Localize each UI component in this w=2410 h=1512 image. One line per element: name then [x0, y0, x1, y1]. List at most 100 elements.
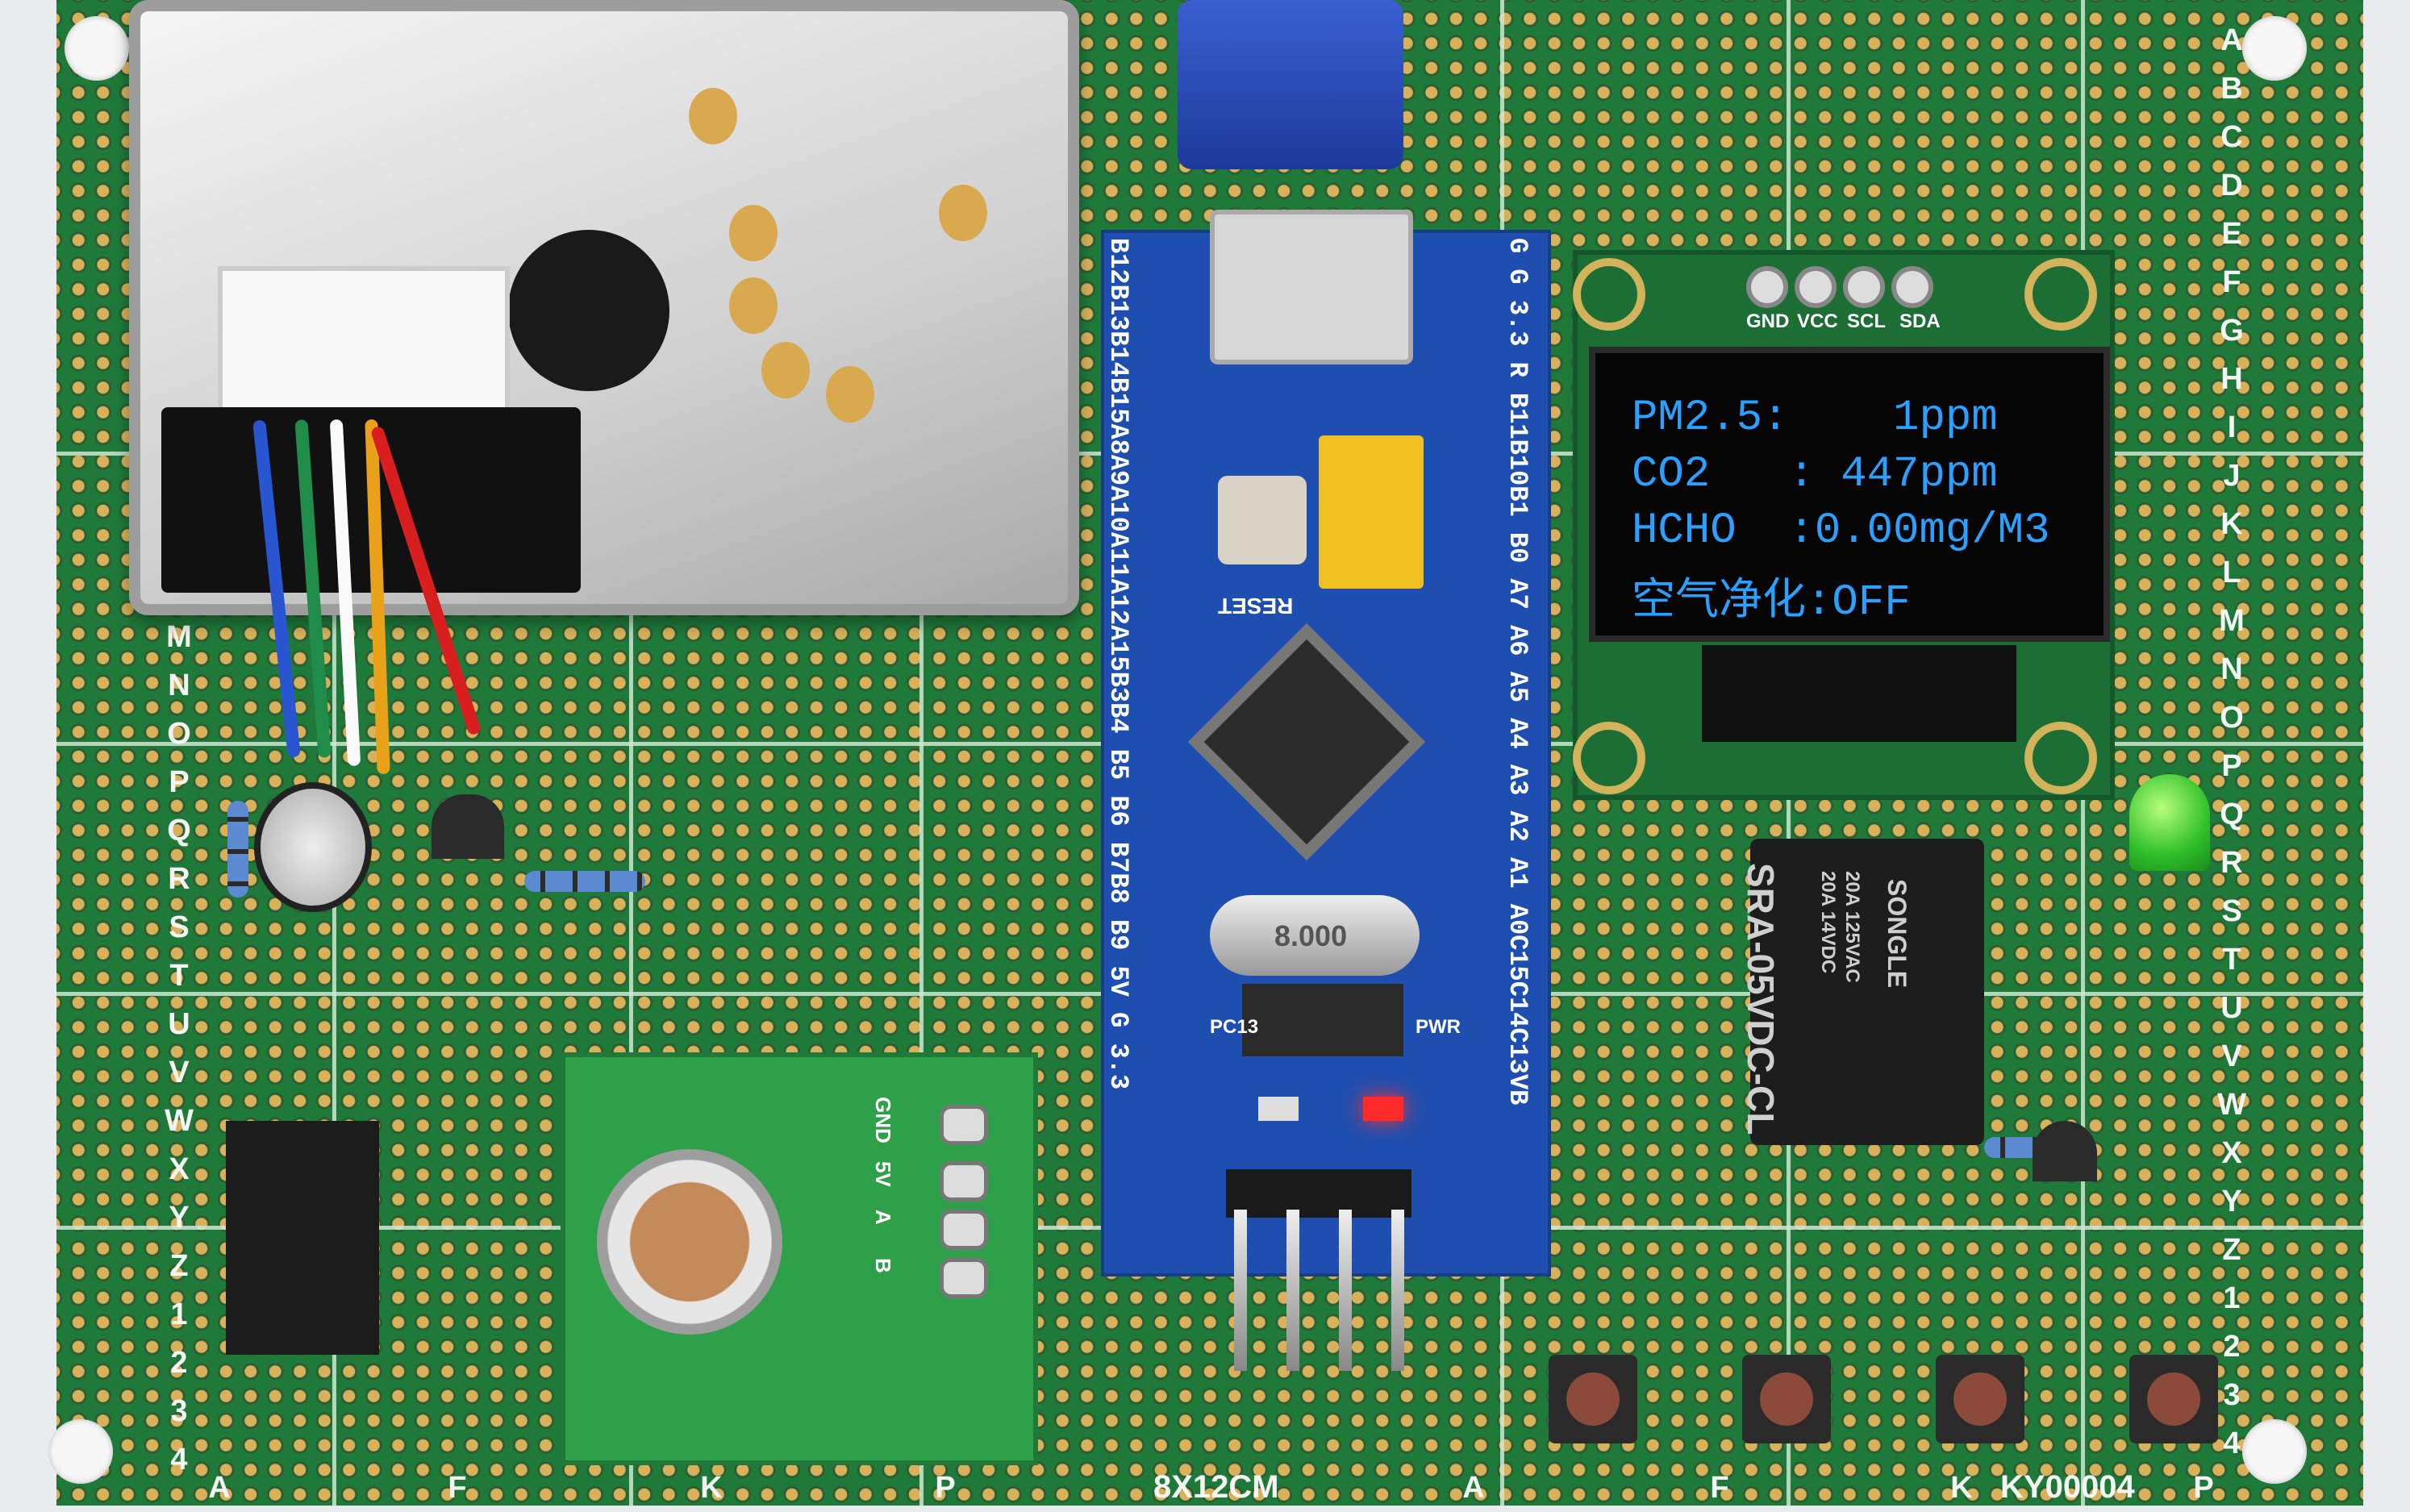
sensor-vent	[761, 342, 810, 398]
oled-mount-hole	[2024, 722, 2097, 794]
row-label: T	[169, 959, 189, 993]
sensor-vent	[826, 366, 874, 423]
gas-sensor-can	[597, 1149, 782, 1335]
swd-header	[1226, 1169, 1411, 1218]
header-pin	[1339, 1210, 1352, 1371]
row-label: 2	[2223, 1330, 2241, 1364]
relay-rating: 20A 125VAC	[1841, 871, 1863, 983]
transistor	[432, 794, 504, 859]
boot-jumpers[interactable]	[1319, 435, 1424, 589]
sensor-aperture	[508, 230, 669, 391]
oled-pin	[1843, 266, 1885, 308]
usb-cable	[1178, 0, 1403, 169]
row-label: Y	[2221, 1185, 2242, 1218]
grid-line	[919, 0, 924, 1506]
row-label: Q	[167, 814, 191, 848]
mounting-spacer	[2242, 16, 2307, 81]
micro-usb-port[interactable]	[1210, 210, 1413, 364]
mcu-left-pin-labels: B12B13B14B15A8A9A10A11A12A15B3B4 B5 B6 B…	[1103, 238, 1133, 1090]
row-label: J	[2223, 459, 2241, 493]
row-label: O	[2220, 701, 2244, 735]
sensor-vent	[939, 185, 987, 241]
gas-pin	[940, 1105, 988, 1145]
row-label: K	[2220, 507, 2243, 541]
col-label: K	[700, 1471, 723, 1505]
row-label: X	[2221, 1136, 2242, 1170]
oled-display: PM2.5: 1ppm CO2 : 447ppm HCHO :0.00mg/M3…	[1589, 347, 2110, 642]
header-pin	[1391, 1210, 1404, 1371]
oled-line-hcho: HCHO :0.00mg/M3	[1632, 506, 2050, 556]
capacitor	[254, 782, 372, 912]
board-size-label: 8X12CM	[1153, 1469, 1279, 1505]
oled-pin-label: SCL	[1847, 310, 1886, 332]
row-label: Y	[169, 1201, 190, 1235]
row-label: N	[168, 669, 190, 702]
row-label: 1	[2223, 1281, 2241, 1315]
oled-line-co2: CO2 : 447ppm	[1632, 450, 1998, 499]
pc13-label: PC13	[1210, 1016, 1259, 1038]
rtc-crystal	[1242, 984, 1403, 1056]
grid-line	[629, 0, 633, 1506]
row-label: S	[2221, 894, 2242, 928]
oled-pin	[1746, 266, 1788, 308]
push-button-1[interactable]	[1549, 1355, 1637, 1443]
mounting-spacer	[2242, 1419, 2307, 1484]
row-label: T	[2222, 943, 2241, 977]
col-label: F	[1710, 1471, 1729, 1505]
col-label: P	[2193, 1471, 2214, 1505]
header-pin	[1286, 1210, 1299, 1371]
oled-mount-hole	[2024, 258, 2097, 331]
row-label: R	[2220, 846, 2243, 880]
row-label: Z	[169, 1249, 189, 1283]
row-label: I	[2227, 410, 2237, 444]
row-label: 4	[170, 1443, 188, 1477]
row-label: L	[2222, 556, 2241, 589]
sensor-vent	[729, 277, 778, 334]
transistor	[2033, 1121, 2097, 1181]
relay-brand: SONGLE	[1883, 879, 1912, 989]
sensor-vent	[689, 88, 737, 144]
row-label: G	[2220, 314, 2244, 348]
relay-model: SRA-05VDC-CL	[1740, 863, 1782, 1135]
gas-pin-label: B	[871, 1258, 895, 1273]
sensor-connector	[218, 266, 510, 413]
reset-button[interactable]	[1218, 476, 1307, 564]
crystal-oscillator	[1210, 895, 1420, 976]
row-label: 4	[2223, 1427, 2241, 1460]
row-label: A	[2220, 23, 2243, 57]
pwr-label: PWR	[1416, 1016, 1461, 1038]
row-label: U	[2220, 991, 2243, 1025]
oled-pin-label: GND	[1746, 310, 1790, 332]
row-label: 3	[170, 1394, 188, 1428]
oled-flex-cable	[1702, 645, 2016, 742]
row-label: P	[2221, 749, 2242, 783]
row-label: E	[2221, 217, 2242, 251]
gas-pin	[940, 1258, 988, 1298]
row-label: M	[2219, 604, 2245, 638]
gas-pin	[940, 1161, 988, 1202]
oled-mount-hole	[1573, 722, 1645, 794]
row-label: C	[2220, 120, 2243, 154]
relay-rating: 20A 14VDC	[1817, 871, 1839, 974]
push-button-4[interactable]	[2129, 1355, 2218, 1443]
oled-line-pm25: PM2.5: 1ppm	[1632, 394, 1998, 443]
push-button-2[interactable]	[1742, 1355, 1831, 1443]
header-pin	[1234, 1210, 1247, 1371]
board-model-label: KY00004	[2000, 1469, 2135, 1505]
pin-header	[226, 1121, 379, 1355]
row-label: R	[168, 862, 190, 896]
reset-label: RESET	[1218, 594, 1294, 619]
row-label: B	[2220, 72, 2243, 106]
row-label: 2	[170, 1346, 188, 1380]
gas-pin-label: A	[871, 1210, 895, 1225]
green-led	[2129, 774, 2210, 871]
row-label: M	[166, 620, 192, 654]
crystal-label: 8.000	[1274, 919, 1348, 952]
row-label: Z	[2222, 1233, 2241, 1267]
oled-line-purifier: 空气净化:OFF	[1632, 578, 1911, 627]
push-button-3[interactable]	[1936, 1355, 2024, 1443]
row-label: W	[165, 1104, 194, 1138]
row-label: 1	[170, 1297, 188, 1331]
row-label: W	[2217, 1088, 2246, 1122]
row-label: N	[2220, 652, 2243, 686]
